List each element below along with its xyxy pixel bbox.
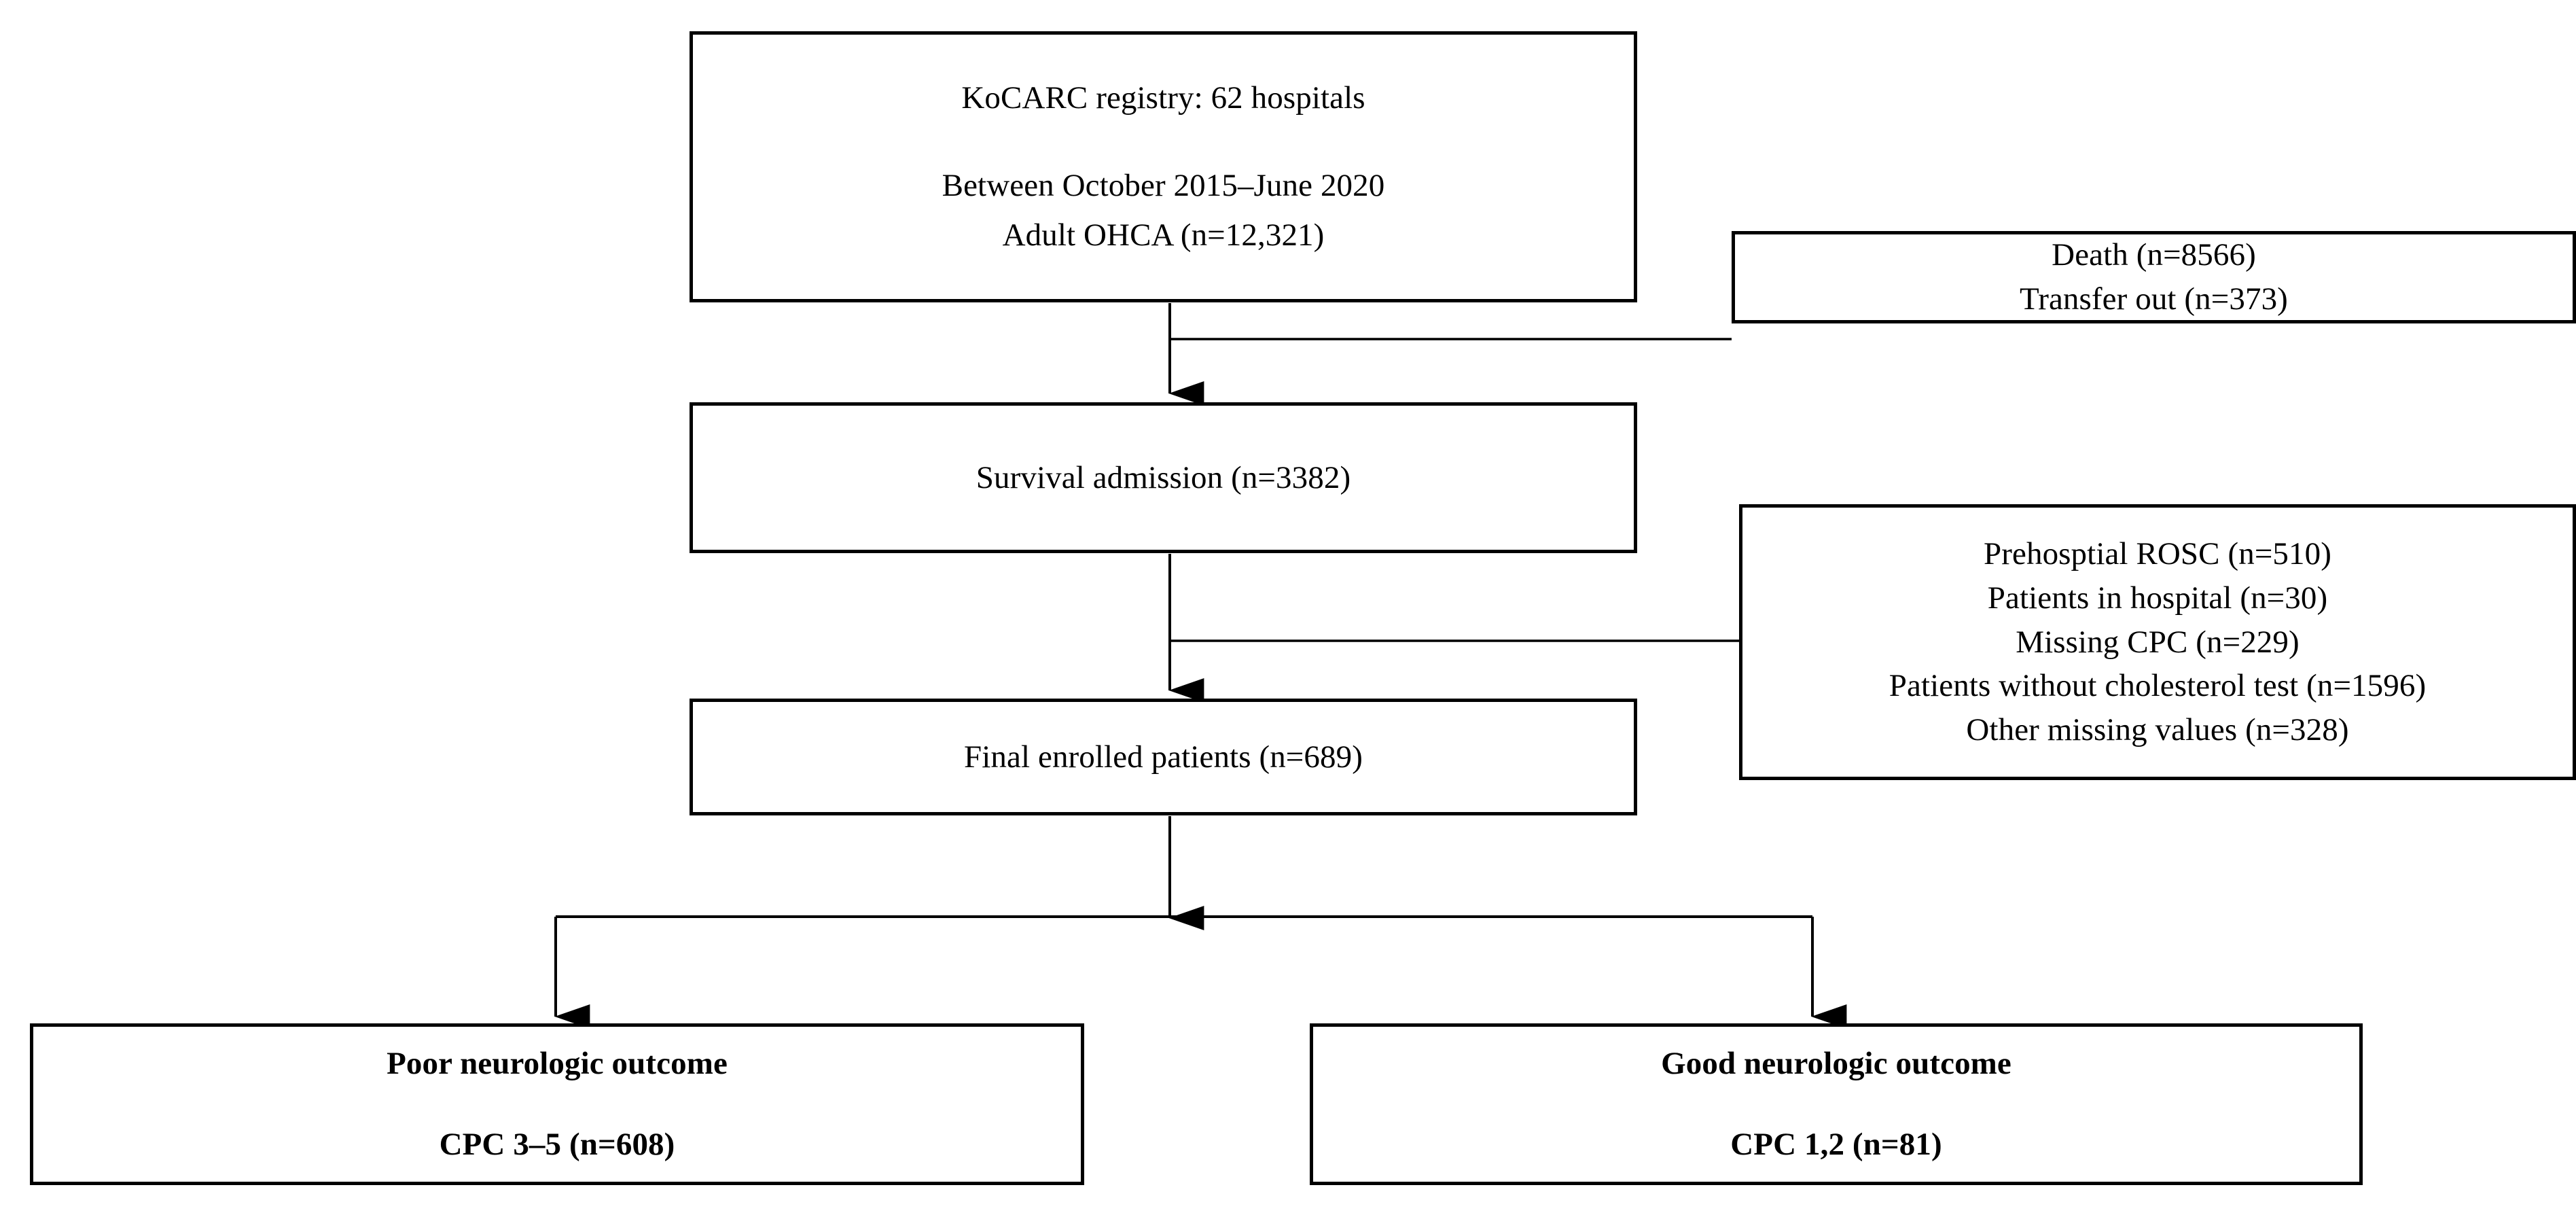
exclusion-transfer-out-line: Transfer out (n=373) [2020, 281, 2288, 317]
exclusion-other-missing-values-line: Other missing values (n=328) [1966, 712, 2349, 748]
good-outcome-title-line: Good neurologic outcome [1661, 1046, 2011, 1082]
poor-outcome-cpc-line: CPC 3–5 (n=608) [439, 1127, 675, 1162]
final-enrolled-line: Final enrolled patients (n=689) [964, 739, 1363, 775]
good-outcome-cpc-line: CPC 1,2 (n=81) [1730, 1127, 1942, 1162]
exclusion-prehospital-rosc-line: Prehosptial ROSC (n=510) [1984, 536, 2331, 572]
final-enrolled-box: Final enrolled patients (n=689) [690, 699, 1637, 815]
exclusion-patients-in-hospital-line: Patients in hospital (n=30) [1987, 580, 2328, 616]
good-neurologic-outcome-box: Good neurologic outcome CPC 1,2 (n=81) [1310, 1023, 2363, 1185]
exclusion-missing-cpc-line: Missing CPC (n=229) [2016, 624, 2300, 660]
source-population-line: Adult OHCA (n=12,321) [1002, 217, 1325, 253]
poor-neurologic-outcome-box: Poor neurologic outcome CPC 3–5 (n=608) [30, 1023, 1084, 1185]
survival-admission-line: Survival admission (n=3382) [976, 459, 1351, 495]
poor-outcome-title-line: Poor neurologic outcome [387, 1046, 728, 1082]
exclusion-after-survival-box: Prehosptial ROSC (n=510) Patients in hos… [1739, 504, 2576, 780]
survival-admission-box: Survival admission (n=3382) [690, 402, 1637, 553]
exclusion-after-source-box: Death (n=8566) Transfer out (n=373) [1732, 231, 2576, 323]
source-registry-line: KoCARC registry: 62 hospitals [961, 80, 1365, 116]
source-period-line: Between October 2015–June 2020 [942, 168, 1385, 204]
exclusion-death-line: Death (n=8566) [2052, 237, 2256, 273]
source-cohort-box: KoCARC registry: 62 hospitals Between Oc… [690, 31, 1637, 302]
exclusion-no-cholesterol-test-line: Patients without cholesterol test (n=159… [1889, 668, 2427, 704]
